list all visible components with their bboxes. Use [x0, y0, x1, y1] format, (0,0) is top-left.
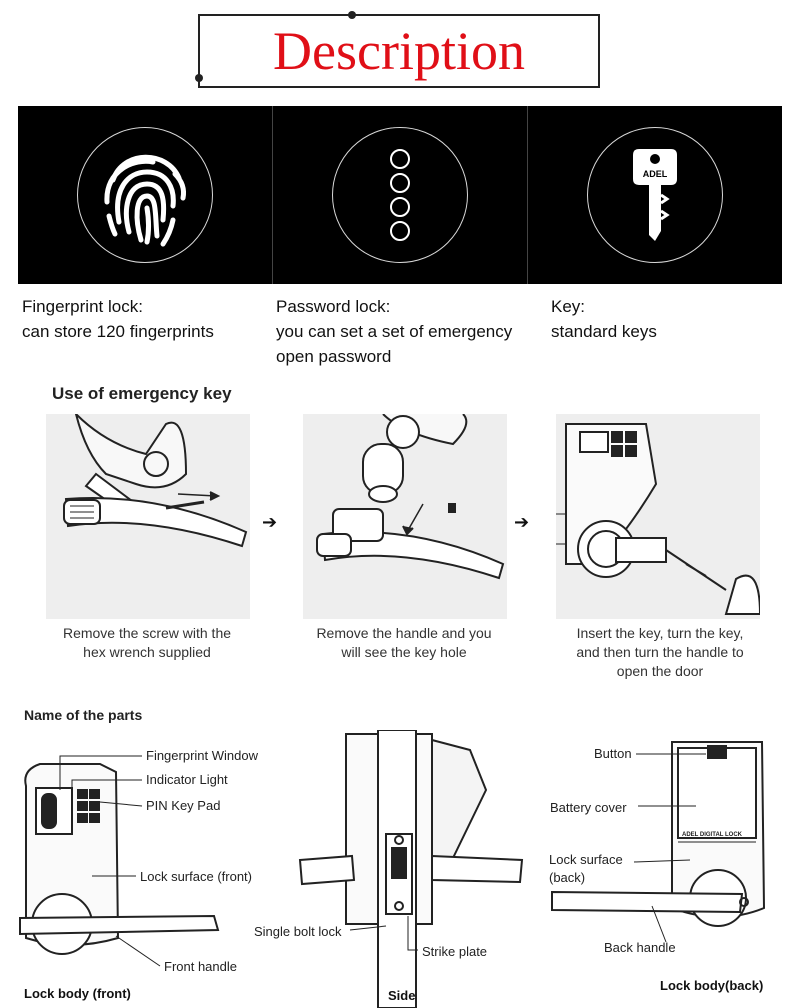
step-2-caption: Remove the handle and you will see the k… — [289, 624, 519, 662]
parts-drawings — [19, 730, 766, 1008]
label-lock-surface-back: Lock surface — [549, 852, 623, 867]
title-frame — [195, 11, 600, 88]
step-3-caption: Insert the key, turn the key, and then t… — [545, 624, 775, 681]
feature-panel-key: ADEL — [528, 106, 782, 284]
label-battery-cover: Battery cover — [550, 800, 627, 815]
svg-text:ADEL: ADEL — [643, 169, 668, 179]
feature-text-fingerprint: Fingerprint lock: can store 120 fingerpr… — [22, 294, 214, 344]
caption-line: Remove the screw with the — [62, 625, 232, 641]
label-lock-surface-back-2: (back) — [549, 870, 586, 885]
label-front-handle: Front handle — [164, 959, 237, 974]
caption-line: hex wrench supplied — [83, 644, 211, 660]
caption-line: Remove the handle and you — [316, 625, 492, 641]
emergency-heading: Use of emergency key — [52, 384, 232, 403]
feature-title: Password lock: — [276, 297, 391, 316]
label-indicator-light: Indicator Light — [146, 772, 228, 787]
frame-dot — [195, 74, 203, 82]
step-3-illustration — [556, 414, 760, 619]
feature-title: Fingerprint lock: — [22, 297, 143, 316]
icon-ring — [587, 127, 723, 263]
caption-line: Insert the key, turn the key, — [576, 625, 744, 641]
icon-ring — [77, 127, 213, 263]
caption-line: will see the key hole — [341, 644, 467, 660]
feature-text-password: Password lock: you can set a set of emer… — [276, 294, 512, 369]
front-caption: Lock body (front) — [24, 986, 131, 1001]
password-dots-icon — [390, 149, 410, 241]
next-arrow-icon: ➔ — [514, 512, 530, 532]
side-caption: Side — [388, 988, 416, 1003]
icon-ring — [332, 127, 468, 263]
feature-desc: can store 120 fingerprints — [22, 322, 214, 341]
key-icon: ADEL — [633, 149, 677, 241]
next-arrow-icon: ➔ — [262, 512, 278, 532]
step-1-caption: Remove the screw with the hex wrench sup… — [32, 624, 262, 662]
parts-heading: Name of the parts — [24, 707, 143, 723]
feature-desc: standard keys — [551, 322, 657, 341]
feature-panel-fingerprint — [18, 106, 273, 284]
feature-panel-password — [273, 106, 528, 284]
back-brand: ADEL DIGITAL LOCK — [682, 832, 742, 838]
feature-band: ADEL — [18, 106, 782, 284]
parts-diagrams: Fingerprint Window Indicator Light PIN K… — [0, 730, 800, 1008]
feature-text-key: Key: standard keys — [551, 294, 657, 344]
label-fingerprint-window: Fingerprint Window — [146, 748, 258, 763]
fingerprint-icon — [104, 154, 186, 247]
caption-line: open the door — [616, 663, 704, 679]
feature-title: Key: — [551, 297, 586, 316]
label-pin-key-pad: PIN Key Pad — [146, 798, 221, 813]
label-lock-surface-front: Lock surface (front) — [140, 869, 252, 884]
label-button: Button — [594, 746, 632, 761]
feature-desc: open password — [276, 347, 392, 366]
label-back-handle: Back handle — [604, 940, 676, 955]
caption-line: and then turn the handle to — [576, 644, 744, 660]
feature-desc: you can set a set of emergency — [276, 322, 513, 341]
step-2-illustration — [303, 414, 507, 619]
label-strike-plate: Strike plate — [422, 944, 488, 959]
page-title: Description — [273, 21, 525, 81]
back-caption: Lock body(back) — [660, 978, 764, 993]
label-single-bolt-lock: Single bolt lock — [254, 924, 342, 939]
frame-dot — [348, 11, 356, 19]
step-1-illustration — [46, 414, 250, 619]
